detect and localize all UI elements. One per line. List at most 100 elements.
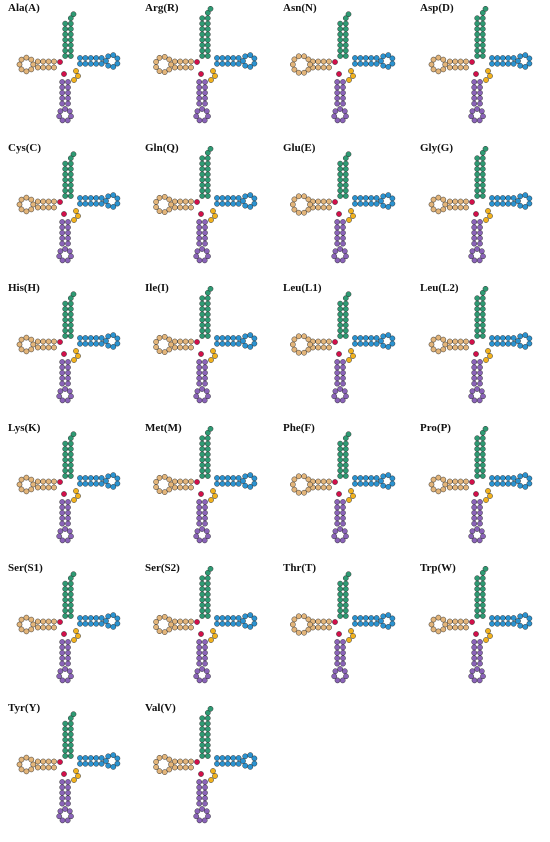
t-arm-nucleotide (362, 335, 369, 341)
loop-nucleotide (153, 764, 159, 770)
t-arm-nucleotide (77, 200, 83, 207)
t-arm-nucleotide (352, 195, 358, 201)
t-arm-nucleotide (505, 620, 512, 627)
loop-nucleotide (440, 206, 447, 213)
t-arm-nucleotide (98, 340, 105, 347)
loop-nucleotide (242, 193, 249, 200)
variable-loop-nucleotide (208, 497, 214, 503)
acceptor-stem-nucleotide (342, 327, 349, 334)
acceptor-stem-nucleotide (204, 155, 211, 162)
t-arm-nucleotide (77, 195, 83, 201)
acceptor-stem-nucleotide (342, 182, 349, 189)
d-arm-nucleotide (177, 204, 184, 211)
acceptor-tail-nucleotide (67, 575, 74, 582)
acceptor-stem-nucleotide (199, 607, 206, 614)
variable-loop-nucleotide (212, 633, 218, 639)
loop-nucleotide (331, 113, 338, 120)
t-arm-nucleotide (489, 615, 495, 621)
loop-nucleotide (476, 537, 483, 544)
acceptor-stem-nucleotide (204, 36, 211, 43)
loop-nucleotide (59, 117, 66, 124)
anticodon-stem-nucleotide (59, 660, 66, 667)
acceptor-stem-nucleotide (474, 160, 481, 167)
loop-nucleotide (203, 108, 210, 115)
loop-nucleotide (66, 388, 73, 395)
anticodon-stem-nucleotide (340, 369, 346, 376)
anticodon-stem-nucleotide (59, 789, 66, 796)
d-arm-nucleotide (320, 618, 327, 625)
loop-nucleotide (469, 668, 476, 675)
connector-nucleotide (469, 479, 475, 485)
d-arm-nucleotide (457, 58, 464, 65)
acceptor-stem-nucleotide (479, 160, 486, 167)
panel-label: Tyr(Y) (8, 702, 41, 714)
t-arm-nucleotide (362, 480, 369, 487)
loop-nucleotide (57, 668, 64, 675)
d-arm-nucleotide (51, 198, 57, 205)
loop-nucleotide (247, 64, 254, 70)
acceptor-stem-nucleotide (479, 462, 486, 469)
panel-label: Lys(K) (8, 422, 41, 434)
t-arm-nucleotide (98, 480, 105, 487)
d-arm-nucleotide (34, 344, 41, 351)
d-arm-nucleotide (34, 618, 41, 625)
variable-loop-nucleotide (348, 68, 354, 74)
loop-nucleotide (291, 476, 298, 483)
anticodon-stem-nucleotide (65, 644, 71, 651)
trna-structure (16, 711, 121, 824)
d-arm-nucleotide (457, 344, 464, 351)
t-arm-nucleotide (368, 620, 375, 627)
loop-nucleotide (389, 620, 396, 627)
loop-nucleotide (430, 486, 437, 493)
anticodon-stem-nucleotide (65, 89, 71, 96)
acceptor-stem-nucleotide (479, 53, 486, 59)
anticodon-stem-nucleotide (471, 380, 478, 387)
anticodon-stem-nucleotide (477, 639, 483, 645)
acceptor-stem-nucleotide (337, 446, 344, 452)
loop-nucleotide (307, 201, 313, 208)
t-arm-nucleotide (87, 760, 94, 767)
loop-nucleotide (66, 668, 73, 675)
loop-nucleotide (201, 117, 208, 124)
d-arm-nucleotide (171, 338, 178, 345)
anticodon-stem-nucleotide (477, 644, 483, 651)
anticodon-stem-nucleotide (65, 235, 71, 242)
d-arm-nucleotide (40, 484, 47, 491)
acceptor-stem-nucleotide (67, 333, 74, 339)
acceptor-stem-nucleotide (337, 182, 344, 189)
d-arm-nucleotide (171, 484, 178, 491)
d-arm-nucleotide (463, 58, 469, 65)
t-arm-nucleotide (98, 60, 105, 67)
loop-nucleotide (114, 615, 121, 622)
t-arm-nucleotide (82, 620, 89, 627)
panel-label: Trp(W) (420, 562, 456, 574)
acceptor-stem-nucleotide (342, 47, 349, 54)
loop-nucleotide (153, 479, 159, 485)
t-arm-nucleotide (82, 615, 89, 621)
acceptor-stem-nucleotide (62, 36, 69, 43)
d-arm-nucleotide (320, 344, 327, 351)
acceptor-stem-nucleotide (199, 182, 206, 189)
anticodon-stem-nucleotide (334, 235, 341, 242)
loop-nucleotide (156, 348, 163, 355)
loop-nucleotide (66, 248, 73, 255)
acceptor-stem-nucleotide (199, 327, 206, 334)
loop-nucleotide (331, 253, 338, 260)
panel-label: Ser(S2) (145, 562, 180, 574)
anticodon-stem-nucleotide (202, 800, 208, 807)
panel-label: Phe(F) (283, 422, 315, 434)
loop-nucleotide (194, 388, 201, 395)
acceptor-stem-nucleotide (342, 26, 349, 32)
t-arm-nucleotide (494, 480, 501, 487)
t-arm-nucleotide (219, 615, 226, 621)
loop-nucleotide (291, 66, 298, 73)
t-arm-nucleotide (357, 615, 364, 621)
variable-loop-nucleotide (487, 73, 493, 79)
d-arm-nucleotide (177, 618, 184, 625)
acceptor-stem-nucleotide (67, 613, 74, 619)
t-arm-nucleotide (224, 760, 231, 767)
loop-nucleotide (18, 346, 25, 353)
t-arm-nucleotide (224, 620, 231, 627)
loop-nucleotide (161, 209, 168, 215)
panel-label: Leu(L2) (420, 282, 459, 294)
